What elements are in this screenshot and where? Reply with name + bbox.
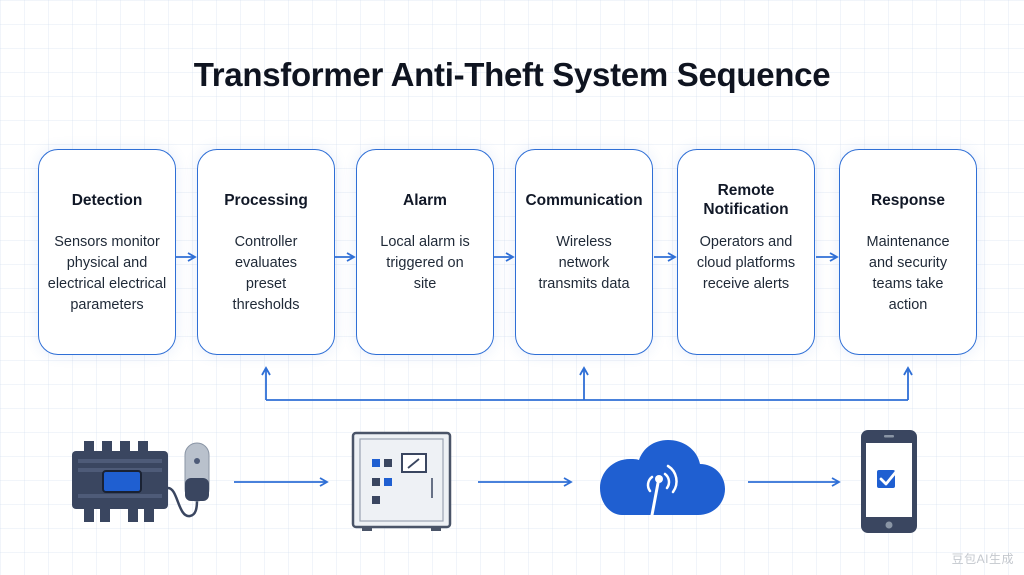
step-title: Response (870, 191, 946, 209)
step-processing: Processing Controller evaluates preset t… (197, 149, 335, 355)
cloud-wireless-icon (600, 440, 725, 517)
smartphone-check-icon (861, 430, 917, 533)
step-description: Controller evaluates preset thresholds (232, 234, 300, 313)
control-panel-icon (351, 431, 452, 531)
page-title: Transformer Anti-Theft System Sequence (193, 56, 831, 93)
watermark: 豆包AI生成 (951, 552, 1014, 566)
step-title: Remote Notification (703, 182, 789, 218)
transformer-sensor-icon (72, 441, 210, 522)
step-description: Operators and cloud platforms receive al… (696, 234, 796, 292)
step-description: Maintenance and security teams take acti… (866, 234, 950, 313)
step-remote-notification: Remote Notification Operators and cloud … (677, 149, 815, 355)
step-title: Processing (224, 191, 308, 209)
step-description: Wireless network transmits data (538, 234, 630, 292)
step-description: Sensors monitor physical and electrical … (47, 234, 167, 313)
step-response: Response Maintenance and security teams … (839, 149, 977, 355)
step-title: Alarm (403, 191, 447, 209)
step-title: Communication (525, 191, 643, 209)
step-title: Detection (71, 191, 143, 209)
step-alarm: Alarm Local alarm is triggered on site (356, 149, 494, 355)
step-description: Local alarm is triggered on site (380, 234, 470, 292)
step-detection: Detection Sensors monitor physical and e… (38, 149, 176, 355)
step-communication: Communication Wireless network transmits… (515, 149, 653, 355)
